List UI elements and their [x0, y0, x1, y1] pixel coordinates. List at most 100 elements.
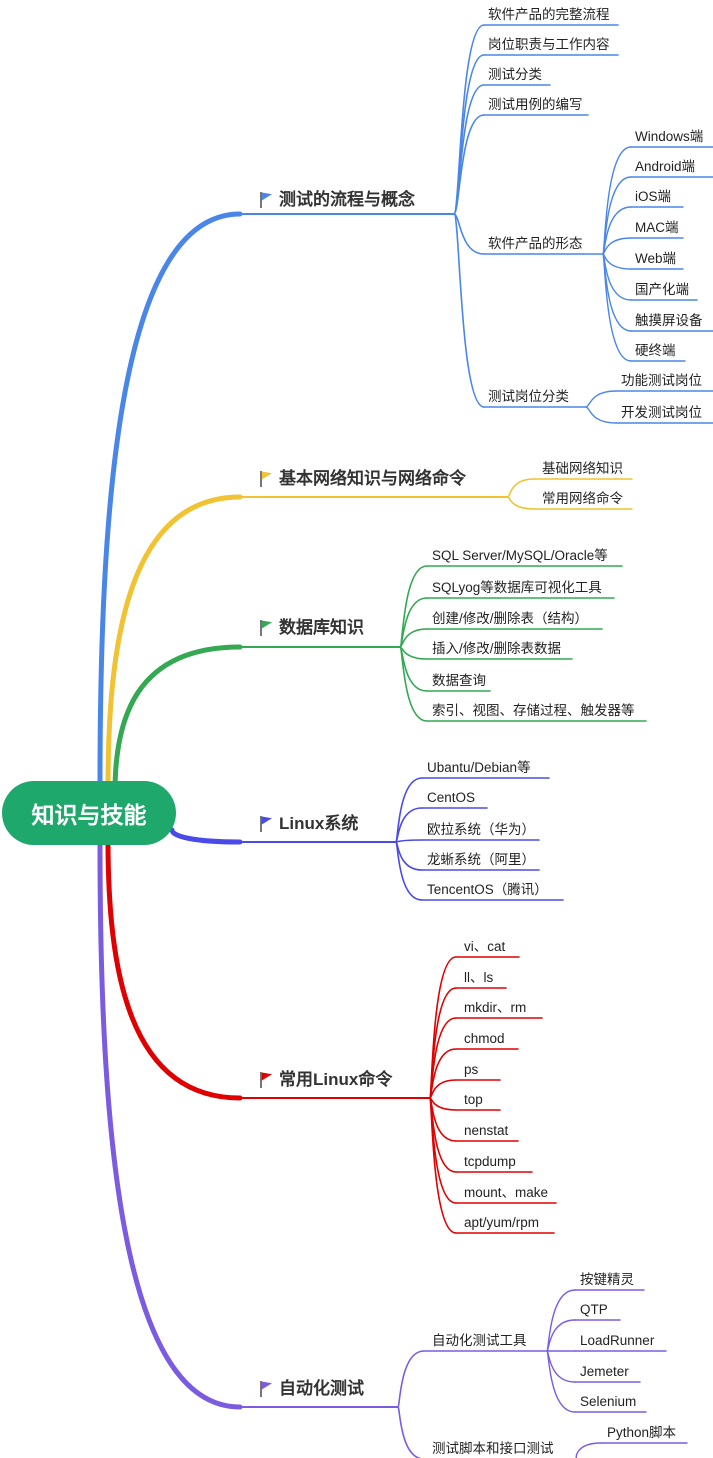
child-connector [429, 1097, 457, 1234]
child-connector [453, 213, 485, 408]
grandchild-node[interactable]: Android端 [635, 159, 696, 174]
branch-connector [105, 494, 243, 791]
branch-label: Linux系统 [279, 814, 359, 833]
child-connector [395, 807, 423, 843]
child-node[interactable]: Ubantu/Debian等 [427, 760, 531, 775]
child-connector [397, 1406, 424, 1458]
child-node[interactable]: TencentOS（腾讯） [427, 882, 548, 897]
child-node[interactable]: 基础网络知识 [542, 461, 623, 476]
flag-icon [260, 192, 272, 208]
child-node[interactable]: top [464, 1092, 483, 1107]
grandchild-node[interactable]: 触摸屏设备 [635, 313, 703, 328]
branch-label: 常用Linux命令 [279, 1070, 393, 1089]
grandchild-connector [585, 406, 617, 424]
child-node[interactable]: 创建/修改/删除表（结构） [432, 611, 589, 626]
root-node[interactable]: 知识与技能 [2, 781, 176, 845]
branch-node[interactable]: 数据库知识 [260, 618, 364, 638]
branch-connector [169, 827, 243, 845]
grandchild-node[interactable]: 开发测试岗位 [621, 405, 702, 420]
child-node[interactable]: 龙蜥系统（阿里） [427, 852, 535, 867]
branch-connector [105, 837, 243, 1101]
grandchild-node[interactable]: LoadRunner [580, 1333, 655, 1348]
grandchild-connector [575, 1442, 602, 1458]
child-connector [397, 1350, 425, 1408]
child-node[interactable]: 测试岗位分类 [488, 389, 569, 404]
child-connector [429, 1079, 457, 1099]
child-node[interactable]: mkdir、rm [464, 1000, 527, 1015]
child-node[interactable]: 测试脚本和接口测试 [432, 1441, 554, 1456]
child-node[interactable]: ll、ls [464, 970, 494, 985]
grandchild-connector [602, 237, 632, 255]
grandchild-node[interactable]: iOS端 [635, 189, 672, 204]
child-node[interactable]: SQL Server/MySQL/Oracle等 [432, 548, 608, 563]
child-connector [395, 839, 423, 843]
child-node[interactable]: 数据查询 [432, 673, 486, 688]
branch-node[interactable]: 测试的流程与概念 [260, 190, 415, 210]
child-node[interactable]: nenstat [464, 1123, 509, 1138]
child-node[interactable]: vi、cat [464, 939, 506, 954]
grandchild-node[interactable]: Jemeter [580, 1364, 629, 1379]
child-node[interactable]: 自动化测试工具 [432, 1333, 527, 1348]
child-node[interactable]: 软件产品的完整流程 [488, 7, 610, 22]
child-connector [453, 114, 485, 215]
child-node[interactable]: CentOS [427, 790, 476, 805]
branch-label: 数据库知识 [279, 618, 364, 637]
child-node[interactable]: 测试用例的编写 [488, 97, 583, 112]
flag-icon [260, 620, 272, 636]
grandchild-node[interactable]: 硬终端 [635, 343, 676, 358]
child-node[interactable]: apt/yum/rpm [464, 1215, 540, 1230]
branch-node[interactable]: 常用Linux命令 [260, 1070, 393, 1090]
child-node[interactable]: 插入/修改/删除表数据 [432, 641, 562, 656]
child-connector [399, 646, 428, 722]
child-node[interactable]: ps [464, 1062, 479, 1077]
grandchild-connector [546, 1319, 576, 1352]
grandchild-connector [602, 253, 632, 362]
flag-icon [260, 471, 272, 487]
child-node[interactable]: SQLyog等数据库可视化工具 [432, 580, 602, 595]
grandchild-node[interactable]: QTP [580, 1302, 608, 1317]
child-connector [453, 213, 485, 255]
grandchild-connector [546, 1350, 576, 1413]
child-node[interactable]: 测试分类 [488, 67, 542, 82]
branch-connector [112, 644, 243, 795]
flag-icon [260, 1381, 272, 1397]
branch-connector [97, 840, 243, 1410]
child-node[interactable]: 岗位职责与工作内容 [488, 37, 610, 52]
grandchild-node[interactable]: 功能测试岗位 [621, 373, 702, 388]
branch-node[interactable]: 自动化测试 [260, 1379, 364, 1399]
child-connector [399, 565, 428, 648]
child-connector [399, 646, 428, 660]
branch-label: 测试的流程与概念 [279, 190, 415, 209]
grandchild-connector [585, 390, 617, 408]
grandchild-node[interactable]: 国产化端 [635, 282, 689, 297]
grandchild-node[interactable]: Web端 [635, 251, 677, 266]
child-node[interactable]: 软件产品的形态 [488, 236, 583, 251]
grandchild-node[interactable]: 按键精灵 [580, 1272, 634, 1287]
branch-connector [97, 211, 243, 787]
branch-node[interactable]: 基本网络知识与网络命令 [260, 469, 466, 489]
flag-icon [260, 1072, 272, 1088]
child-node[interactable]: 常用网络命令 [542, 491, 623, 506]
child-connector [395, 841, 423, 901]
child-node[interactable]: tcpdump [464, 1154, 516, 1169]
branch-node[interactable]: Linux系统 [260, 814, 359, 834]
child-node[interactable]: mount、make [464, 1185, 549, 1200]
child-node[interactable]: 索引、视图、存储过程、触发器等 [432, 703, 635, 718]
grandchild-connector [602, 176, 632, 255]
grandchild-node[interactable]: Python脚本 [607, 1425, 677, 1440]
branch-label: 基本网络知识与网络命令 [279, 469, 466, 488]
child-node[interactable]: chmod [464, 1031, 505, 1046]
grandchild-node[interactable]: Windows端 [635, 129, 704, 144]
child-node[interactable]: 欧拉系统（华为） [427, 822, 535, 837]
grandchild-node[interactable]: MAC端 [635, 220, 679, 235]
child-connector [429, 1097, 457, 1111]
grandchild-connector [602, 253, 632, 332]
grandchild-node[interactable]: Selenium [580, 1394, 637, 1409]
child-connector [507, 478, 535, 498]
grandchild-connector [602, 253, 632, 270]
child-connector [507, 496, 535, 510]
branch-label: 自动化测试 [279, 1379, 364, 1398]
flag-icon [260, 816, 272, 832]
